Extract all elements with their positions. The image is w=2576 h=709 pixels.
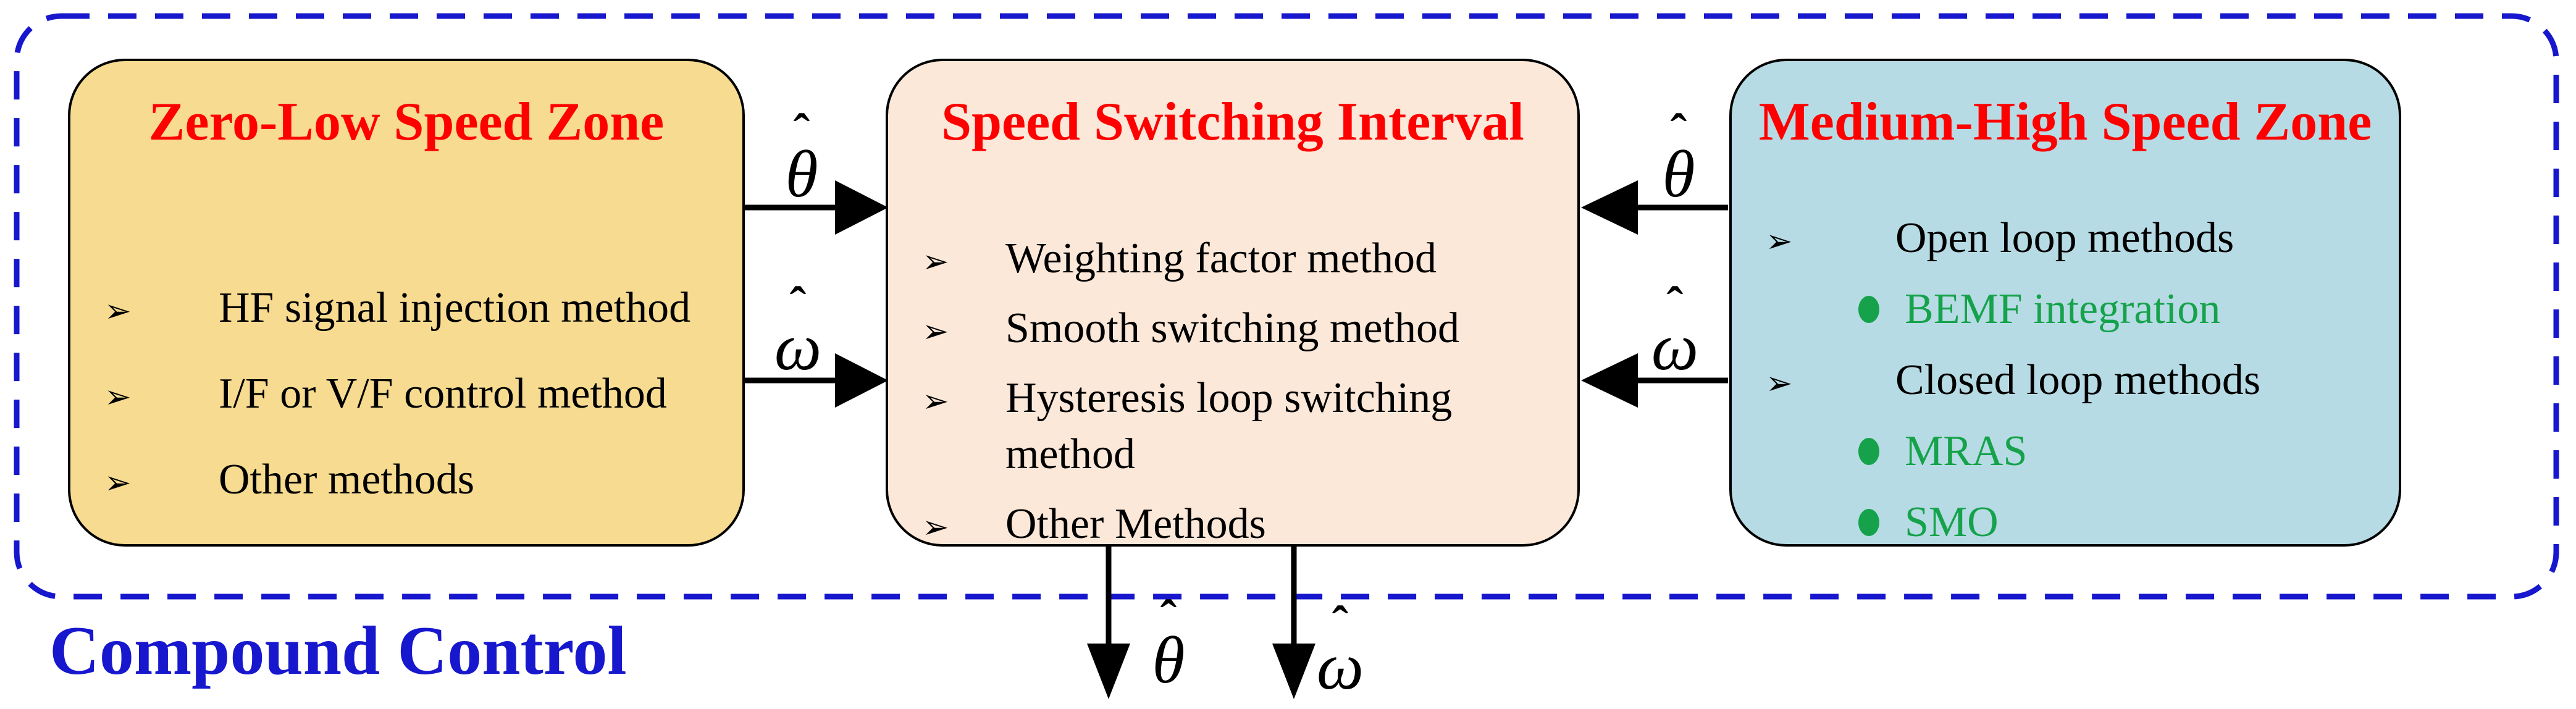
compound-control-dashed-boundary bbox=[14, 13, 2559, 600]
theta-hat-label-right: ˆ θ bbox=[1635, 107, 1722, 211]
list-item: ➢ Weighting factor method bbox=[922, 230, 1559, 287]
list-item: ➢ Smooth switching method bbox=[922, 300, 1559, 356]
list-item: ➢ Closed loop methods bbox=[1766, 352, 2380, 408]
medium-high-item-list: ➢ Open loop methods BEMF integration ➢ C… bbox=[1732, 210, 2399, 550]
omega-letter: ω bbox=[1651, 310, 1699, 384]
omega-letter: ω bbox=[1316, 629, 1364, 703]
list-item-text: SMO bbox=[1905, 498, 1999, 547]
omega-letter: ω bbox=[774, 310, 822, 384]
list-item-text: I/F or V/F control method bbox=[219, 370, 667, 418]
list-item: ➢ Other methods bbox=[104, 451, 724, 508]
list-item-text: Hysteresis loop switching method bbox=[1005, 374, 1453, 479]
arrow-omega-right-to-middle bbox=[1581, 353, 1728, 408]
omega-hat-label-right: ˆ ω bbox=[1632, 280, 1718, 384]
theta-letter: θ bbox=[1152, 623, 1185, 697]
arrow-theta-right-to-middle bbox=[1581, 180, 1728, 235]
omega-hat-label-output: ˆ ω bbox=[1297, 600, 1383, 703]
arrow-theta-output-down bbox=[1087, 546, 1130, 699]
arrowhead-bullet-icon: ➢ bbox=[104, 293, 132, 330]
switching-item-list: ➢ Weighting factor method ➢ Smooth switc… bbox=[888, 230, 1577, 552]
theta-letter: θ bbox=[1662, 137, 1695, 211]
dot-bullet-icon bbox=[1858, 423, 1905, 479]
list-item: ➢ HF signal injection method bbox=[104, 280, 724, 336]
arrowhead-bullet-icon: ➢ bbox=[1766, 365, 1793, 403]
list-item-text: Other Methods bbox=[1005, 500, 1266, 548]
arrow-theta-left-to-middle bbox=[745, 180, 888, 235]
list-item-text: Smooth switching method bbox=[1005, 304, 1459, 353]
arrowhead-bullet-icon: ➢ bbox=[922, 509, 949, 547]
list-item: ➢ Other Methods bbox=[922, 496, 1559, 552]
arrowhead-bullet-icon: ➢ bbox=[922, 243, 949, 281]
arrowhead-bullet-icon: ➢ bbox=[922, 383, 949, 421]
list-item-text: Closed loop methods bbox=[1895, 356, 2261, 405]
list-item-text: Other methods bbox=[219, 456, 475, 504]
medium-high-box-title: Medium-High Speed Zone bbox=[1758, 92, 2372, 152]
arrowhead-bullet-icon: ➢ bbox=[1766, 223, 1793, 261]
theta-letter: θ bbox=[785, 137, 818, 211]
arrowhead-bullet-icon: ➢ bbox=[104, 379, 132, 416]
arrow-omega-left-to-middle bbox=[745, 353, 888, 408]
arrowhead-bullet-icon: ➢ bbox=[104, 464, 132, 502]
zero-low-item-list: ➢ HF signal injection method ➢ I/F or V/… bbox=[70, 280, 742, 508]
dot-bullet-icon bbox=[1858, 494, 1905, 550]
theta-hat-label-left: ˆ θ bbox=[758, 107, 845, 211]
dot-bullet-icon bbox=[1858, 281, 1905, 337]
list-item-text: HF signal injection method bbox=[219, 284, 691, 332]
arrow-omega-output-down bbox=[1272, 546, 1315, 699]
list-subitem: MRAS bbox=[1766, 423, 2380, 479]
zero-low-speed-zone-box: Zero-Low Speed Zone ➢ HF signal injectio… bbox=[68, 59, 745, 547]
list-item-text: MRAS bbox=[1905, 427, 2028, 476]
omega-hat-label-left: ˆ ω bbox=[755, 280, 841, 384]
list-subitem: SMO bbox=[1766, 494, 2380, 550]
arrowhead-bullet-icon: ➢ bbox=[922, 313, 949, 351]
medium-high-speed-zone-box: Medium-High Speed Zone ➢ Open loop metho… bbox=[1729, 59, 2401, 547]
list-item-text: Open loop methods bbox=[1895, 214, 2234, 262]
zero-low-box-title: Zero-Low Speed Zone bbox=[148, 92, 665, 152]
list-item: ➢ Open loop methods bbox=[1766, 210, 2380, 266]
switching-box-title: Speed Switching Interval bbox=[941, 92, 1524, 152]
list-item: ➢ I/F or V/F control method bbox=[104, 366, 724, 422]
theta-hat-label-output: ˆ θ bbox=[1125, 594, 1212, 697]
list-item-text: Weighting factor method bbox=[1005, 235, 1437, 283]
list-item: ➢ Hysteresis loop switching method bbox=[922, 370, 1559, 482]
list-item-text: BEMF integration bbox=[1905, 285, 2221, 334]
compound-control-label: Compound Control bbox=[49, 613, 627, 689]
list-subitem: BEMF integration bbox=[1766, 281, 2380, 337]
speed-switching-interval-box: Speed Switching Interval ➢ Weighting fac… bbox=[886, 59, 1580, 548]
